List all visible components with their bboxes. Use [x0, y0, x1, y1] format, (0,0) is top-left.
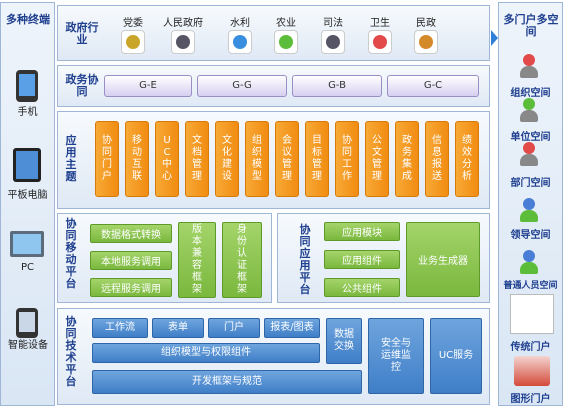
device-smart-label: 智能设备	[8, 340, 48, 351]
industry-emblem-icon	[368, 30, 392, 54]
gov-collab-item: G-E	[104, 75, 192, 97]
theme-item: 绩效分析	[455, 121, 479, 197]
portal-graphic-label: 图形门户	[510, 394, 551, 405]
industry-item-label: 人民政府	[163, 18, 203, 29]
app-platform-label: 协同应用平台	[299, 223, 311, 296]
data-exchange: 数据交换	[326, 318, 362, 364]
industry-item-label: 卫生	[370, 18, 390, 29]
app-platform-item: 公共组件	[324, 278, 400, 297]
arrow-right-icon	[491, 30, 498, 46]
space-staff-label: 普通人员空间	[503, 281, 558, 291]
mobile-platform-label: 协同移动平台	[65, 217, 77, 290]
portal-traditional-label: 传统门户	[510, 342, 551, 353]
theme-item: UC中心	[155, 121, 179, 197]
terminals-title: 多种终端	[6, 13, 50, 26]
device-tablet-label: 平板电脑	[7, 190, 48, 201]
industry-emblem-icon	[121, 30, 145, 54]
app-platform-item: 应用模块	[324, 222, 400, 241]
person-staff-icon	[520, 250, 538, 276]
industry-emblem-icon	[274, 30, 298, 54]
theme-item: 协同门户	[95, 121, 119, 197]
theme-item: 政务集成	[395, 121, 419, 197]
theme-item: 公文管理	[365, 121, 389, 197]
person-group-icon	[520, 142, 538, 168]
gov-collab-item: G-C	[387, 75, 479, 97]
theme-item: 文化建设	[215, 121, 239, 197]
org-permission-component: 组织模型与权限组件	[92, 343, 320, 363]
smart-device-icon	[16, 308, 38, 338]
app-platform-item: 应用组件	[324, 250, 400, 269]
tech-item: 表单	[152, 318, 204, 338]
space-leader-label: 领导空间	[510, 230, 551, 241]
space-dept-label: 部门空间	[510, 178, 551, 189]
industry-item-label: 农业	[276, 18, 296, 29]
mobile-item: 远程服务调用	[90, 278, 172, 297]
person-leader-icon	[520, 198, 538, 224]
industry-emblem-icon	[228, 30, 252, 54]
dev-framework: 开发框架与规范	[92, 370, 362, 394]
space-unit-label: 单位空间	[510, 132, 551, 143]
theme-item: 文档管理	[185, 121, 209, 197]
mobile-compat: 版本兼容框架	[178, 222, 216, 298]
industry-item-label: 水利	[230, 18, 250, 29]
space-org-label: 组织空间	[510, 88, 551, 99]
theme-item: 协同工作	[335, 121, 359, 197]
themes-label: 应用主题	[65, 134, 77, 183]
person-group-icon	[520, 54, 538, 80]
industry-label: 政府行业	[65, 21, 99, 46]
pc-icon	[10, 231, 44, 257]
theme-item: 信息报送	[425, 121, 449, 197]
phone-icon	[16, 70, 38, 102]
mobile-item: 本地服务调用	[90, 251, 172, 270]
theme-item: 目标管理	[305, 121, 329, 197]
tech-platform-label: 协同技术平台	[65, 315, 77, 388]
portals-title: 多门户多空间	[503, 13, 559, 38]
theme-item: 会议管理	[275, 121, 299, 197]
gov-collab-label: 政务协同	[65, 73, 99, 98]
tech-item: 工作流	[92, 318, 148, 338]
tablet-icon	[13, 148, 41, 182]
graphic-portal-icon	[514, 356, 550, 386]
industry-emblem-icon	[171, 30, 195, 54]
business-generator: 业务生成器	[406, 222, 480, 297]
device-pc-label: PC	[20, 262, 34, 273]
mobile-auth: 身份认证框架	[222, 222, 262, 298]
mobile-item: 数据格式转换	[90, 224, 172, 243]
industry-item-label: 党委	[123, 18, 143, 29]
device-phone-label: 手机	[17, 107, 38, 118]
industry-item-label: 民政	[416, 18, 436, 29]
theme-item: 移动互联	[125, 121, 149, 197]
uc-service: UC服务	[430, 318, 482, 394]
terminals-panel	[0, 2, 55, 406]
gov-collab-item: G-B	[292, 75, 382, 97]
tech-item: 报表/图表	[264, 318, 320, 338]
security-ops: 安全与运维监控	[368, 318, 424, 394]
theme-item: 组织模型	[245, 121, 269, 197]
tech-item: 门户	[208, 318, 260, 338]
person-group-icon	[520, 98, 538, 124]
gov-collab-item: G-G	[197, 75, 287, 97]
portal-thumbnail-icon	[510, 294, 554, 334]
industry-emblem-icon	[414, 30, 438, 54]
industry-emblem-icon	[321, 30, 345, 54]
industry-item-label: 司法	[323, 18, 343, 29]
